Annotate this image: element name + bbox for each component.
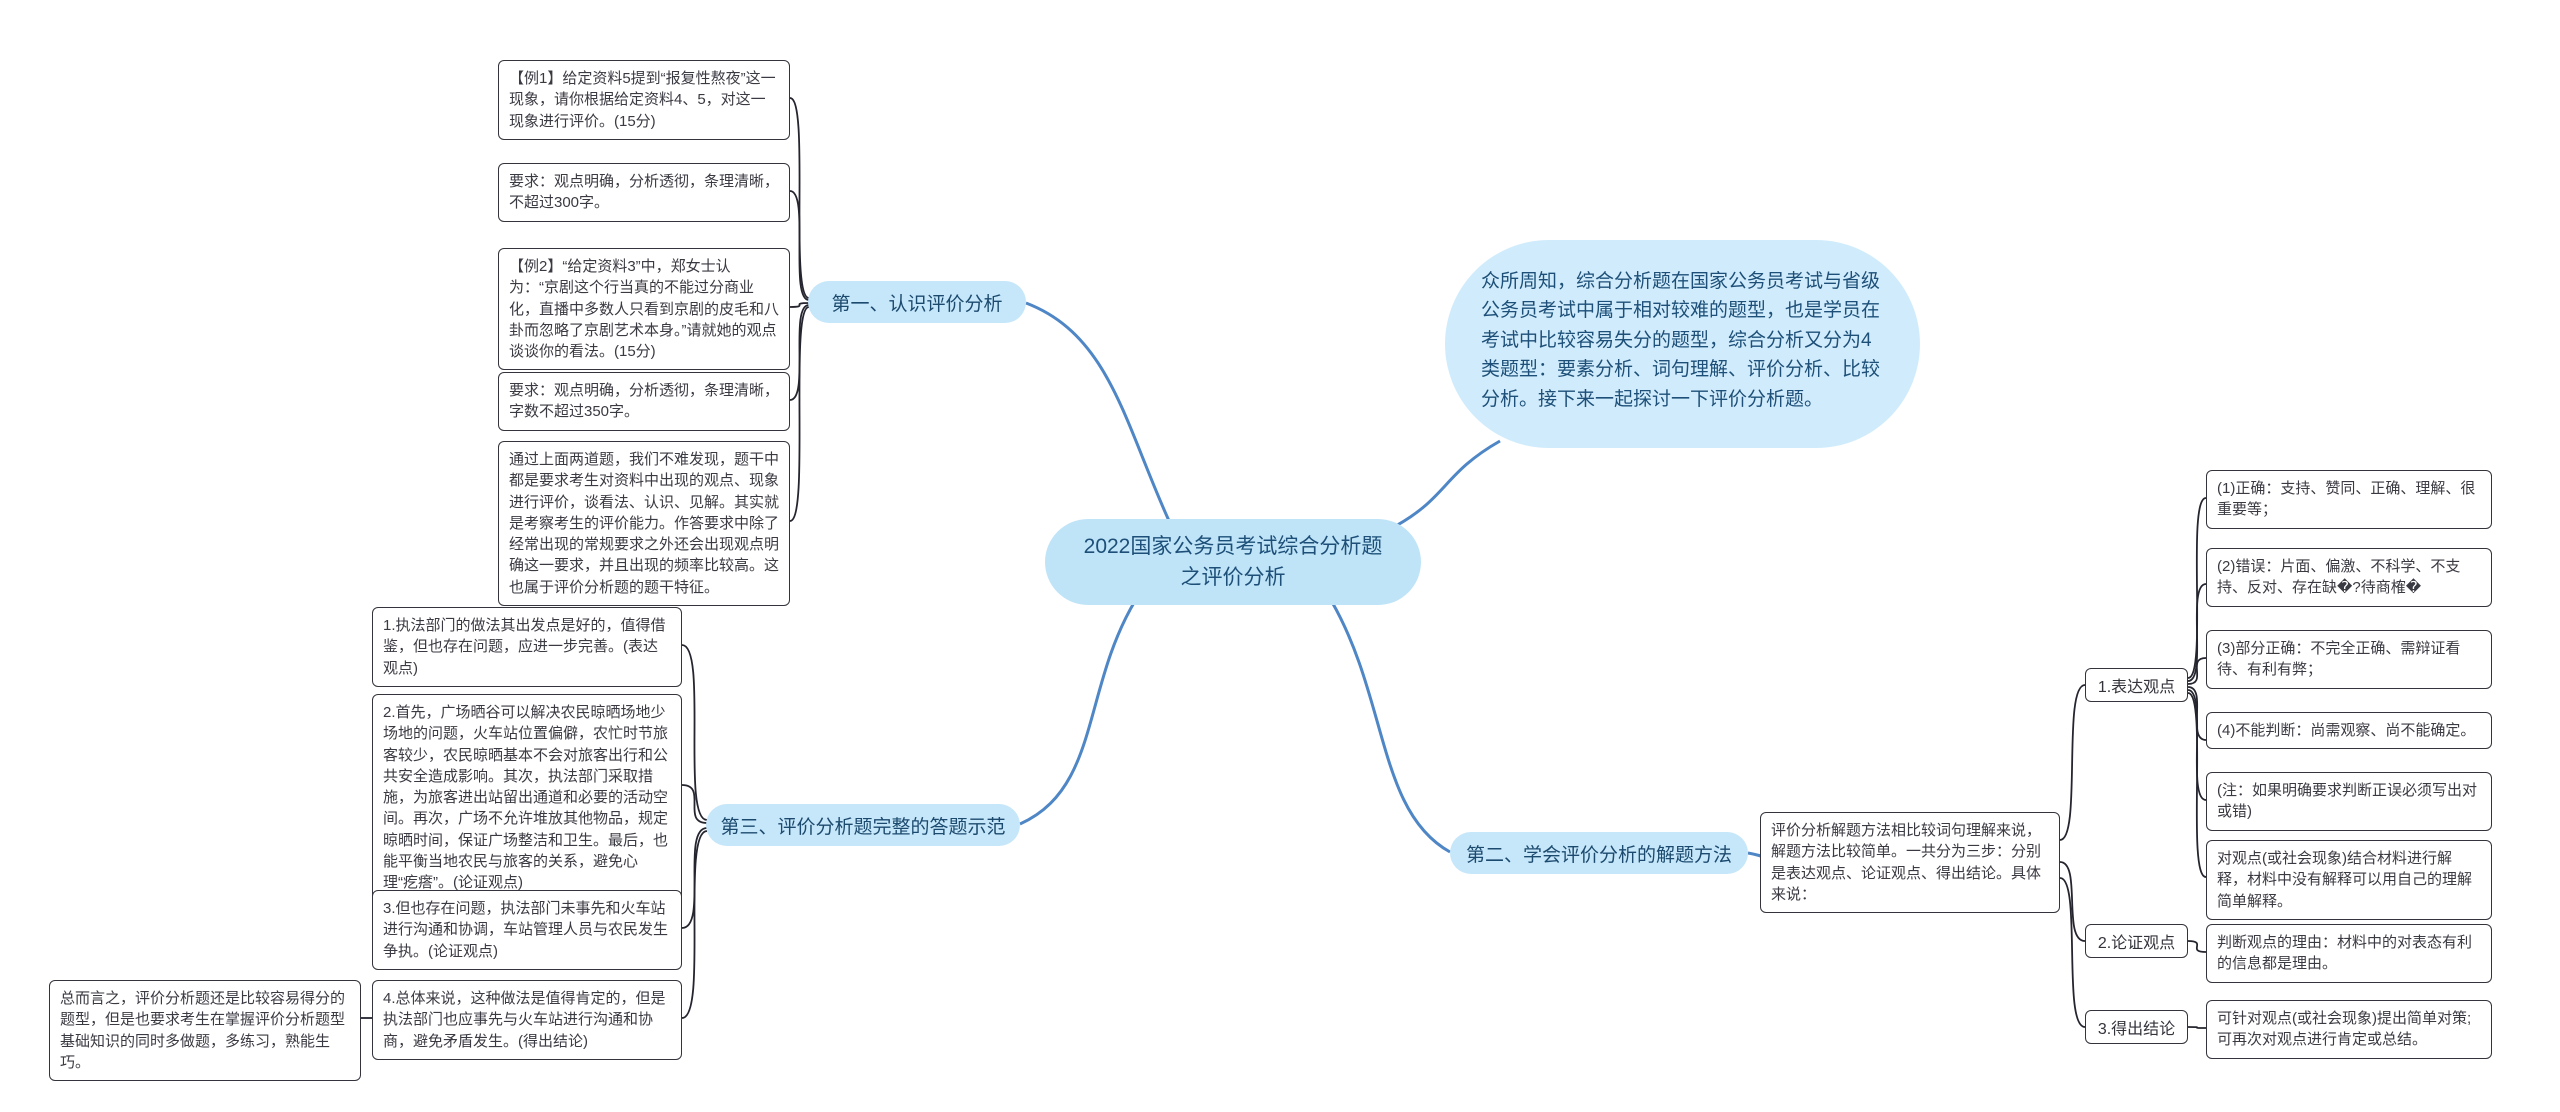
branch-three-topic: 第三、评价分析题完整的答题示范 [706,804,1020,846]
branch-one-item-example1: 【例1】给定资料5提到“报复性熬夜”这一现象，请你根据给定资料4、5，对这一现象… [498,60,790,140]
express-leaf-note: (注：如果明确要求判断正误必须写出对或错) [2206,772,2492,831]
wire-center-to-branch-two [1330,601,1451,854]
branch-two-topic: 第二、学会评价分析的解题方法 [1450,832,1748,874]
branch-one-item-example2: 【例2】“给定资料3”中，郑女士认为：“京剧这个行当真的不能过分商业化，直播中多… [498,248,790,371]
step-argue-viewpoint: 2.论证观点 [2085,924,2188,958]
branch-three-item-3: 3.但也存在问题，执法部门未事先和火车站进行沟通和协调，车站管理人员与农民发生争… [372,890,682,970]
argue-leaf-reasons: 判断观点的理由：材料中的对表态有利的信息都是理由。 [2206,924,2492,983]
branch-three-conclusion: 总而言之，评价分析题还是比较容易得分的题型，但是也要求考生在掌握评价分析题型基础… [49,980,361,1082]
wire-center-to-intro [1391,439,1501,530]
central-topic: 2022国家公务员考试综合分析题之评价分析 [1045,519,1421,605]
branch-three-item-2: 2.首先，广场晒谷可以解决农民晾晒场地少场地的问题，火车站位置偏僻，农忙时节旅客… [372,694,682,902]
branch-one-topic: 第一、认识评价分析 [808,281,1026,323]
step-express-viewpoint: 1.表达观点 [2085,668,2188,702]
step-draw-conclusion: 3.得出结论 [2085,1010,2188,1044]
branch-two-method-box: 评价分析解题方法相比较词句理解来说，解题方法比较简单。一共分为三步：分别是表达观… [1760,812,2060,914]
branch-three-item-4: 4.总体来说，这种做法是值得肯定的，但是执法部门也应事先与火车站进行沟通和协商，… [372,980,682,1060]
branch-one-item-requirement2: 要求：观点明确，分析透彻，条理清晰，字数不超过350字。 [498,372,790,431]
express-leaf-wrong: (2)错误：片面、偏激、不科学、不支持、反对、存在缺�?待商榷� [2206,548,2492,607]
wire-center-to-branch-one [1025,301,1172,524]
conclusion-leaf-measures: 可针对观点(或社会现象)提出简单对策;可再次对观点进行肯定或总结。 [2206,1000,2492,1059]
express-leaf-correct: (1)正确：支持、赞同、正确、理解、很重要等； [2206,470,2492,529]
express-leaf-explain: 对观点(或社会现象)结合材料进行解释，材料中没有解释可以用自己的理解简单解释。 [2206,840,2492,920]
wire-center-to-branch-three [1019,600,1137,826]
express-leaf-partial: (3)部分正确：不完全正确、需辩证看待、有利有弊； [2206,630,2492,689]
express-leaf-undecidable: (4)不能判断：尚需观察、尚不能确定。 [2206,712,2492,750]
intro-note: 众所周知，综合分析题在国家公务员考试与省级公务员考试中属于相对较难的题型，也是学… [1445,240,1920,448]
branch-one-item-requirement1: 要求：观点明确，分析透彻，条理清晰，不超过300字。 [498,163,790,222]
branch-one-item-summary: 通过上面两道题，我们不难发现，题干中都是要求考生对资料中出现的观点、现象进行评价… [498,441,790,607]
branch-three-item-1: 1.执法部门的做法其出发点是好的，值得借鉴，但也存在问题，应进一步完善。(表达观… [372,607,682,687]
